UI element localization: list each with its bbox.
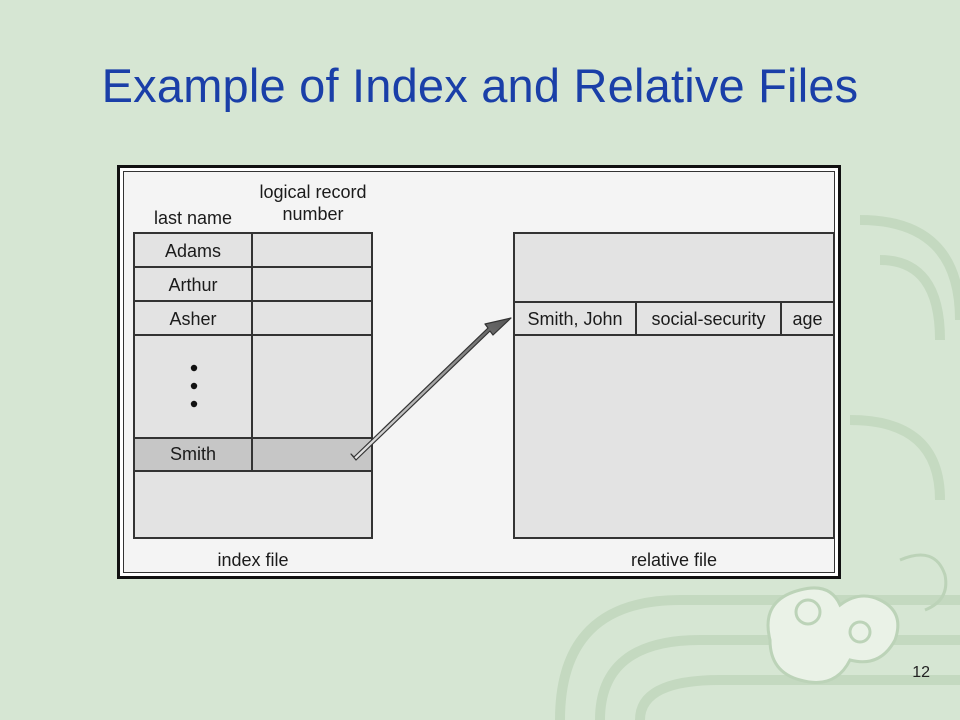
header-last-name: last name: [153, 208, 233, 228]
swirl-ornament-icon: [766, 553, 948, 684]
header-logical-record-line2: number: [282, 204, 344, 224]
relative-file-table: [513, 232, 835, 539]
caption-relative-file: relative file: [630, 550, 718, 570]
index-row-arthur: Arthur: [168, 275, 218, 295]
record-field-social-security: social-security: [651, 309, 766, 329]
page-number: 12: [912, 664, 930, 681]
index-row-adams: Adams: [164, 241, 222, 261]
index-row-smith: Smith: [169, 444, 216, 464]
index-ellipsis: [190, 364, 198, 408]
record-pointer-arrow: [350, 317, 512, 461]
header-logical-record: logical record number: [240, 181, 386, 225]
record-field-age: age: [792, 309, 823, 329]
header-logical-record-line1: logical record: [259, 182, 367, 202]
slide-title: Example of Index and Relative Files: [101, 59, 859, 112]
figure-frame: logical record number last name Adams Ar…: [117, 165, 841, 579]
caption-index-file: index file: [217, 550, 289, 570]
index-file-table: [133, 232, 373, 539]
figure-graphics: [133, 232, 835, 539]
record-field-name: Smith, John: [527, 309, 623, 329]
index-row-asher: Asher: [169, 309, 217, 329]
swirl-ornament-icon: [555, 215, 960, 720]
